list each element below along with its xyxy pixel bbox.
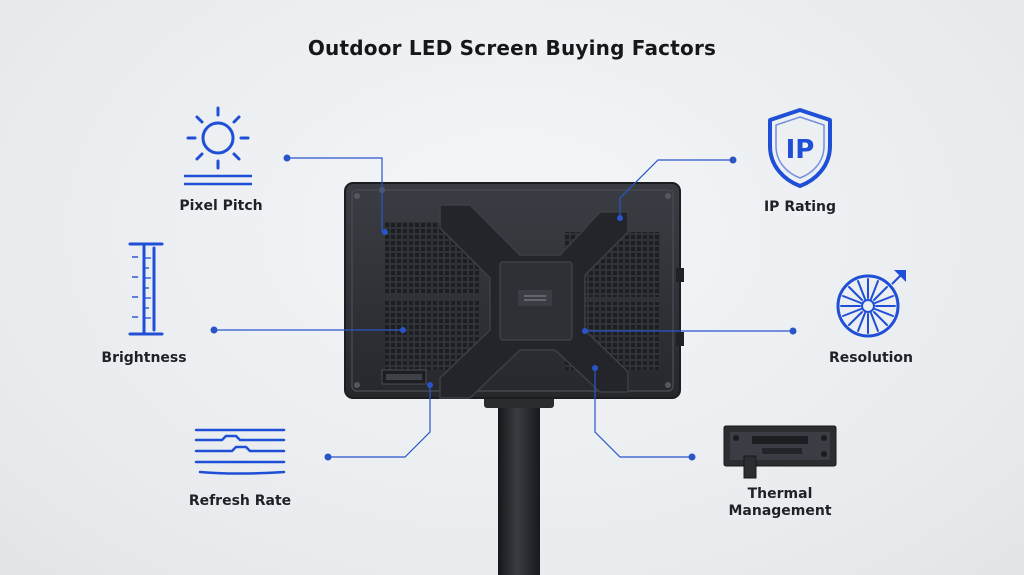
- shield-ip-icon: IP: [768, 108, 832, 188]
- heatsink-bracket-icon: [723, 425, 837, 479]
- callout-line-thermal: [594, 368, 692, 458]
- led-cabinet: [344, 182, 684, 399]
- factor-label-thermal-management: Thermal Management: [724, 486, 836, 520]
- callout-line-refresh-rate: [328, 385, 431, 458]
- factor-label-ip-rating: IP Rating: [763, 199, 837, 215]
- factor-label-refresh-rate: Refresh Rate: [188, 493, 292, 509]
- factor-label-pixel-pitch: Pixel Pitch: [179, 198, 263, 214]
- callout-line-ip-rating: [619, 159, 733, 218]
- factor-label-thermal-line1: Thermal: [747, 486, 813, 502]
- refresh-lines-icon: [194, 428, 286, 475]
- factor-label-brightness: Brightness: [101, 350, 187, 366]
- callout-line-pixel-pitch: [287, 157, 383, 232]
- callout-lines: [214, 157, 793, 458]
- gauge-scale-icon: [128, 242, 164, 336]
- callout-dots: [210, 154, 797, 461]
- factor-label-resolution: Resolution: [828, 350, 914, 366]
- ip-badge-text: IP: [786, 135, 815, 165]
- radial-fan-icon: [836, 270, 906, 338]
- factor-label-thermal-line2: Management: [728, 503, 832, 519]
- mounting-pole: [484, 370, 554, 575]
- page-title: Outdoor LED Screen Buying Factors: [307, 36, 717, 60]
- mounting-bracket: [439, 204, 629, 399]
- sun-icon: [184, 106, 252, 186]
